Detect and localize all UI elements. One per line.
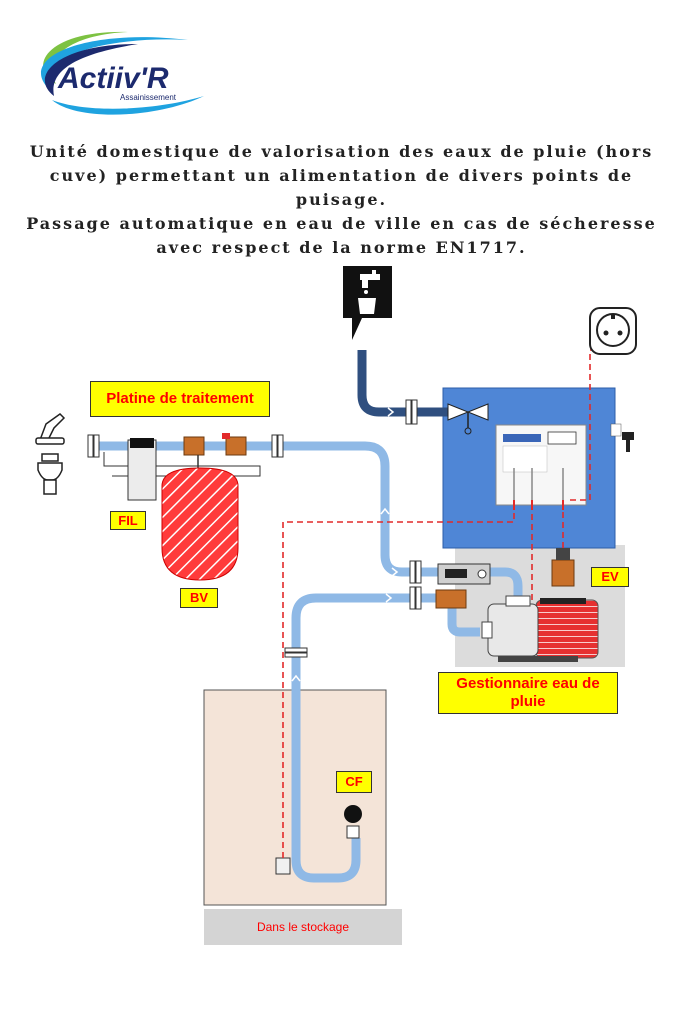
heading-line-2: Passage automatique en eau de ville en c… [26,214,657,257]
logo-swoosh-navy [44,44,138,96]
check-valve [344,805,362,823]
water-tap-icon [343,266,392,340]
pump-motor [535,599,599,659]
pump-inlet-pipe [447,604,480,637]
pump-brass-valve [435,589,467,609]
pipe-flange [277,434,284,458]
logo-swoosh-blue [40,37,188,88]
pump-outlet-pipe [490,567,523,598]
brass-fitting [225,436,247,456]
controller-display [547,431,577,445]
city-water-pipe [357,350,448,417]
filter-body [127,439,157,501]
pipe-flange [415,586,422,610]
pipe-flange [409,560,416,584]
float-switch [275,857,291,875]
valve-float [464,427,472,435]
city-pipe-flange-2 [411,399,418,425]
logo-tagline: Assainissement [120,93,177,102]
flow-arrow [380,507,390,515]
controller-label [503,434,541,442]
pipe-flange [87,434,94,458]
logo-swoosh-green [43,31,128,84]
label-stockage: Dans le stockage [204,909,402,945]
label-cf: CF [336,771,372,793]
label-platine-traitement: Platine de traitement [90,381,270,417]
toilet-icon [37,453,63,495]
filter-cap [130,438,154,448]
heading-line-1: Unité domestique de valorisation des eau… [29,142,654,209]
shower-head-icon [35,413,66,445]
pump-housing [487,603,539,657]
label-ev: EV [591,567,629,587]
pipe-flange [284,652,308,658]
power-socket-icon [589,307,637,355]
pump-inlet [481,621,493,639]
float-switch-wire [282,500,515,858]
pump-feet [498,656,578,662]
pipe-flange [284,647,308,653]
pump-top-outlet [505,595,531,607]
city-pipe-flange [405,399,412,425]
outlet-tap-icon [622,432,634,452]
pipe-flange [415,560,422,584]
expansion-vessel [161,467,239,581]
logo-swoosh-bottom [52,96,204,115]
pipe-flange [271,434,278,458]
label-gestionnaire: Gestionnaire eau de pluie [438,672,618,714]
brass-fitting [183,436,205,456]
label-bv: BV [180,588,218,608]
page-heading: Unité domestique de valorisation des eau… [10,140,673,260]
logo: Actiiv'R Assainissement [18,26,218,126]
solenoid-valve [551,559,575,587]
label-fil: FIL [110,511,146,530]
suction-pipe [291,593,445,883]
pipe-flange [409,586,416,610]
logo-brand: Actiiv'R [57,62,169,95]
controller-screen [502,445,548,473]
cabinet-side-port [610,423,622,437]
pipe-flange [93,434,100,458]
city-pipe-arrow [387,407,395,417]
red-cap [222,433,230,439]
flow-arrow [385,593,393,603]
flow-arrow [391,567,399,577]
flow-arrow [291,674,301,682]
